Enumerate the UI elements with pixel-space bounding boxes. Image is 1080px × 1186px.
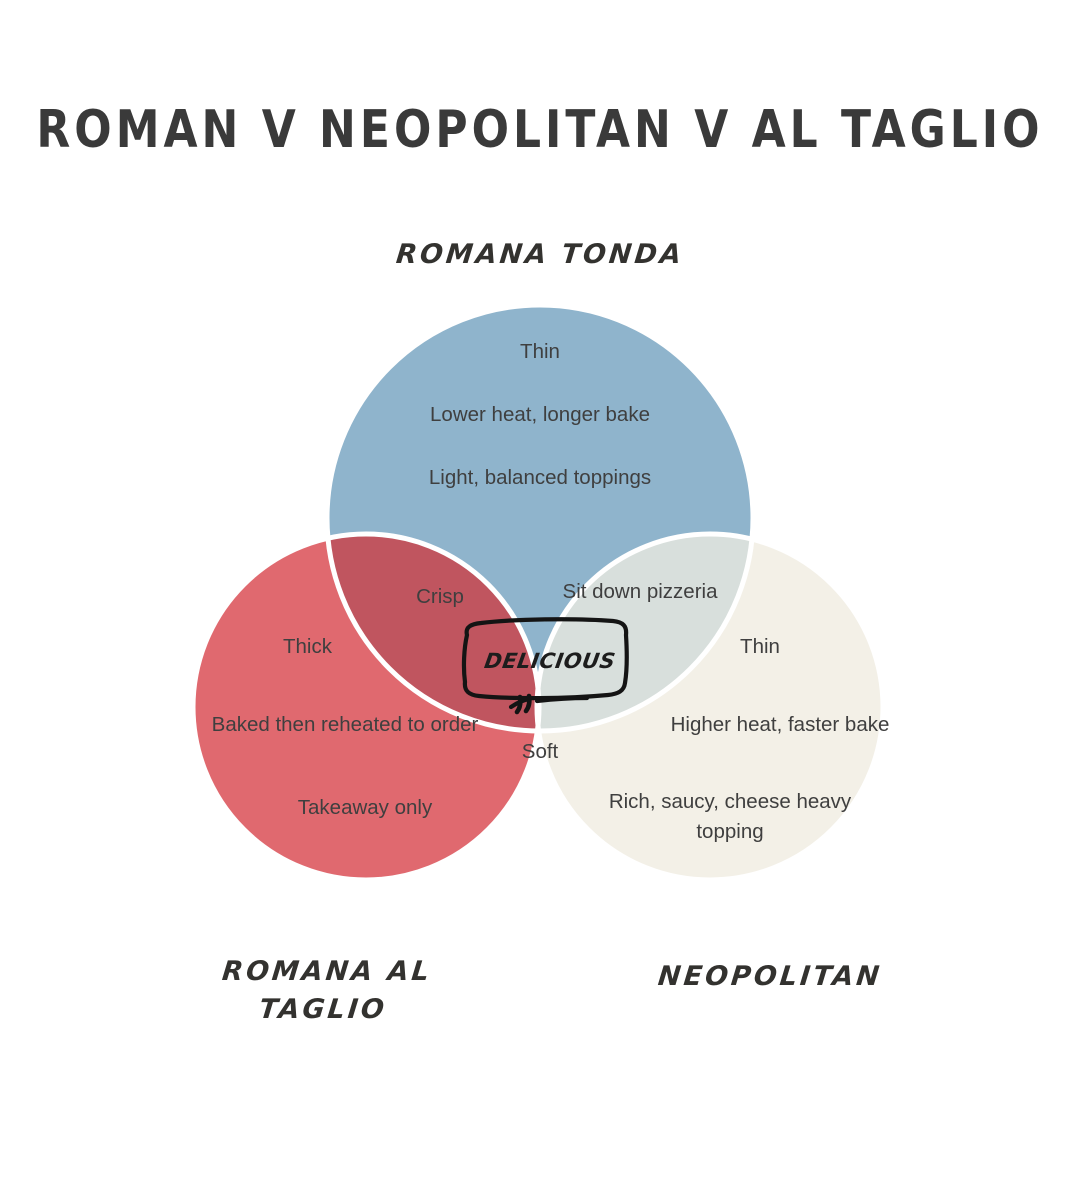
delicious-label: DELICIOUS [482,649,618,673]
page-title: ROMAN V NEOPOLITAN V AL TAGLIO [36,100,1044,161]
delicious-annotation: DELICIOUS [455,615,645,715]
circle-label-romana-al-taglio: ROMANA AL TAGLIO [220,956,434,1026]
circle-label-romana-tonda: ROMANA TONDA [394,239,686,270]
hand-drawn-box-icon [461,617,629,715]
circle-label-neopolitan: NEOPOLITAN [656,961,884,992]
